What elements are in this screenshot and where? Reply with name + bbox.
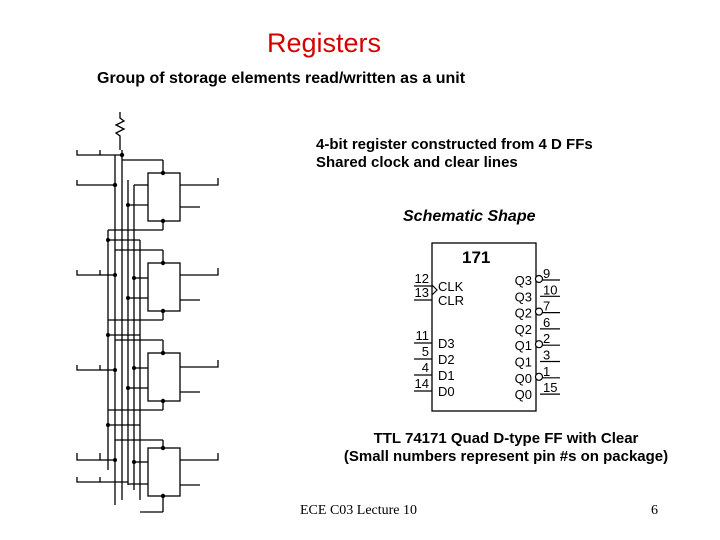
right-pin-number: 9 — [543, 266, 550, 281]
right-pin-number: 2 — [543, 331, 550, 346]
input-connector — [76, 270, 101, 276]
d-flip-flop-0 — [147, 447, 181, 497]
slide-title: Registers — [266, 28, 382, 58]
schematic-shape-label: Schematic Shape — [403, 208, 536, 225]
slide-subtitle: Group of storage elements read/written a… — [97, 70, 466, 87]
caption-line-2: (Small numbers represent pin #s on packa… — [343, 448, 669, 465]
page-number: 6 — [651, 503, 658, 518]
output-connector — [200, 178, 219, 186]
input-connector — [76, 477, 101, 483]
register-circuit-diagram — [76, 112, 219, 513]
inversion-bubble — [534, 307, 544, 316]
left-pin-number: 4 — [422, 360, 429, 375]
left-pin-number: 5 — [422, 344, 429, 359]
output-connector — [200, 453, 219, 461]
left-pin-label: CLR — [438, 293, 464, 308]
output-connector — [200, 268, 219, 276]
left-pin-number: 14 — [415, 376, 429, 391]
inversion-bubble — [534, 274, 544, 284]
clock-triangle-icon — [431, 284, 438, 296]
right-pin-label: Q1 — [515, 338, 532, 353]
description-line-2: Shared clock and clear lines — [316, 154, 518, 171]
left-pin-number: 11 — [416, 328, 430, 343]
d-flip-flop-3 — [147, 172, 181, 222]
right-pin-label: Q1 — [515, 355, 532, 370]
left-pin-number: 13 — [415, 285, 429, 300]
right-pin-label: Q3 — [515, 289, 532, 304]
input-connector — [76, 180, 115, 186]
input-connector — [76, 365, 101, 371]
chip-body — [431, 242, 537, 412]
resistor-symbol — [114, 112, 126, 140]
right-pin-number: 3 — [543, 348, 550, 363]
caption-line-1: TTL 74171 Quad D-type FF with Clear — [373, 430, 639, 447]
right-pin-label: Q2 — [515, 322, 532, 337]
input-connector — [76, 150, 101, 156]
d-flip-flop-2 — [147, 262, 181, 312]
right-pin-label: Q0 — [515, 387, 532, 402]
right-pin-label: Q0 — [515, 371, 532, 386]
right-pin-number: 1 — [543, 364, 550, 379]
description-line-1: 4-bit register constructed from 4 D FFs — [316, 136, 593, 153]
footer-text: ECE C03 Lecture 10 — [300, 503, 418, 518]
left-pin-number: 12 — [415, 271, 429, 286]
right-pin-number: 7 — [543, 299, 550, 314]
inversion-bubble — [534, 340, 544, 349]
right-pin-label: Q3 — [515, 273, 532, 288]
left-pin-label: D2 — [438, 352, 455, 367]
chip-caption: TTL 74171 Quad D-type FF with Clear (Sma… — [300, 430, 712, 466]
left-pin-label: D0 — [438, 384, 455, 399]
left-pin-label: D3 — [438, 336, 455, 351]
right-pin-number: 15 — [543, 380, 557, 395]
right-pin-number: 6 — [543, 315, 550, 330]
left-pin-label: CLK — [438, 279, 464, 294]
input-connector — [76, 453, 101, 461]
left-pin-label: D1 — [438, 368, 455, 383]
output-connector — [200, 360, 219, 368]
right-pin-label: Q2 — [515, 306, 532, 321]
chip-part-number: 171 — [462, 248, 490, 267]
d-flip-flop-1 — [147, 352, 181, 402]
right-pin-number: 10 — [543, 282, 557, 297]
inversion-bubble — [534, 372, 544, 381]
register-description: 4-bit register constructed from 4 D FFs … — [316, 136, 593, 172]
